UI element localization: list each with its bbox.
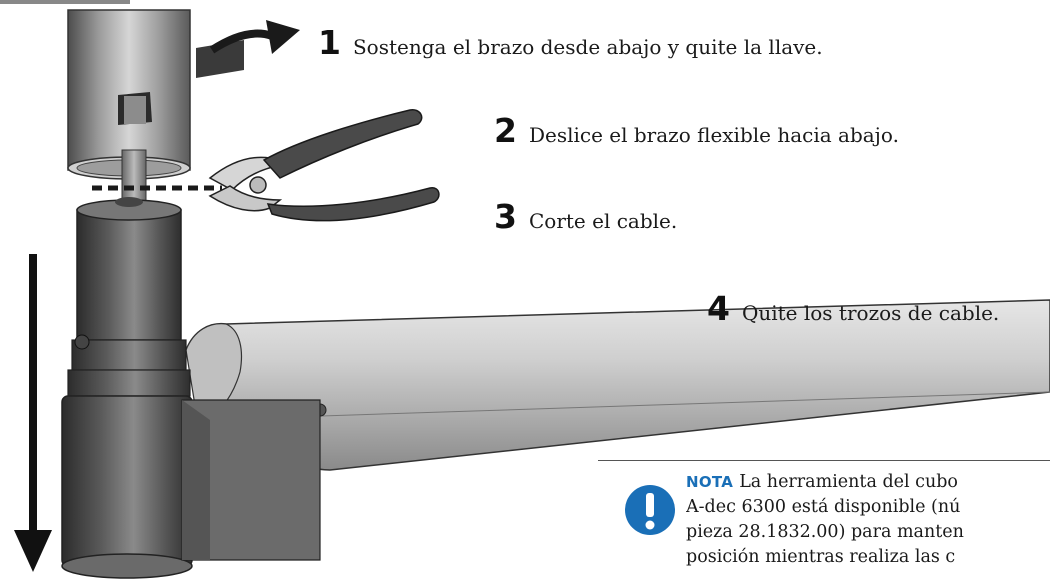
key-removal-arrow: [196, 20, 300, 78]
exclamation-icon: [625, 485, 675, 535]
lower-post: [61, 197, 321, 579]
note-line-2: A-dec 6300 está disponible (nú: [686, 497, 961, 517]
note-block: NOTA La herramienta del cubo A-dec 6300 e…: [686, 470, 1050, 570]
step-2: 2 Deslice el brazo flexible hacia abajo.: [494, 114, 899, 147]
step-3: 3 Corte el cable.: [494, 200, 677, 233]
step-4: 4 Quite los trozos de cable.: [707, 292, 999, 325]
step-2-text: Deslice el brazo flexible hacia abajo.: [528, 123, 899, 147]
note-line-4: posición mientras realiza las c: [686, 547, 956, 567]
step-3-number: 3: [494, 197, 517, 236]
step-4-text: Quite los trozos de cable.: [741, 301, 1000, 325]
step-3-text: Corte el cable.: [528, 209, 678, 233]
note-line-1-text: La herramienta del cubo: [739, 472, 958, 492]
note-divider: [598, 460, 1050, 461]
note-line-3: pieza 28.1832.00) para manten: [686, 522, 964, 542]
step-1: 1 Sostenga el brazo desde abajo y quite …: [318, 26, 823, 59]
pliers: [208, 109, 440, 222]
note-label: NOTA: [686, 473, 734, 491]
step-4-number: 4: [707, 289, 730, 328]
step-1-number: 1: [318, 23, 341, 62]
step-1-text: Sostenga el brazo desde abajo y quite la…: [352, 35, 823, 59]
top-rule: [0, 0, 130, 4]
step-2-number: 2: [494, 111, 517, 150]
note-line-1: NOTA La herramienta del cubo: [686, 470, 1050, 495]
slide-down-arrow: [14, 254, 52, 572]
